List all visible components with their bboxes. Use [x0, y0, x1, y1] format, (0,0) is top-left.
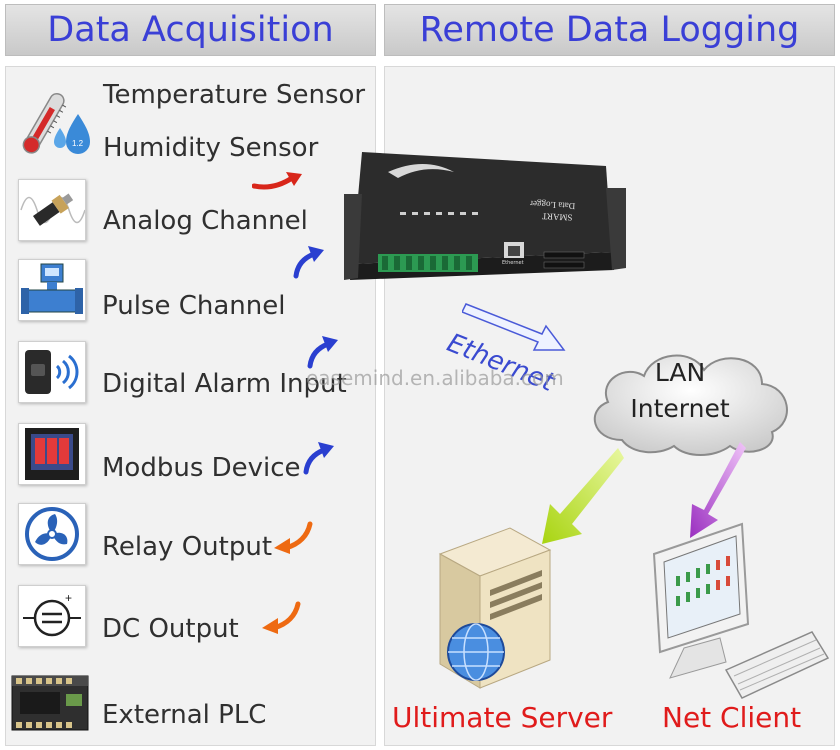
arrow-orange-icon: [274, 521, 313, 554]
label-ultimate-server: Ultimate Server: [392, 701, 613, 734]
label-relay-output: Relay Output: [102, 532, 273, 562]
data-logger-device: SMART Data Logger Ethernet: [344, 148, 626, 284]
arrow-purple-icon: [690, 442, 746, 538]
arrow-blue-icon: [293, 246, 324, 279]
power-meter-icon: [18, 423, 86, 485]
label-temperature-sensor: Temperature Sensor: [103, 80, 366, 110]
label-pulse-channel: Pulse Channel: [102, 291, 286, 321]
label-humidity-sensor: Humidity Sensor: [103, 133, 319, 163]
label-analog-channel: Analog Channel: [103, 206, 308, 236]
arrow-red-icon: [252, 172, 302, 190]
cloud-icon: LAN Internet: [582, 340, 802, 460]
arrow-blue-icon: [303, 442, 334, 475]
humidity-drop-icon: 1.2: [48, 110, 92, 158]
label-digital-alarm-input: Digital Alarm Input: [102, 369, 347, 399]
watermark: easemind.en.alibaba.com: [306, 366, 564, 390]
ethernet-arrow-icon: [462, 303, 566, 351]
fan-icon: [18, 503, 86, 565]
label-net-client: Net Client: [662, 701, 802, 734]
dc-symbol-icon: +: [18, 585, 86, 647]
label-dc-output: DC Output: [102, 614, 239, 644]
cloud-line1: LAN: [654, 358, 706, 387]
device-name-line1: SMART: [541, 211, 573, 223]
computer-icon: [630, 520, 830, 700]
thermometer-icon: [14, 86, 94, 162]
plc-icon: [10, 668, 90, 734]
header-data-acquisition: Data Acquisition: [5, 4, 376, 56]
label-modbus-device: Modbus Device: [102, 453, 301, 483]
arrow-orange-icon: [262, 601, 301, 634]
server-icon: [430, 524, 560, 690]
arrow-blue-icon: [307, 336, 338, 369]
arrow-green-icon: [542, 448, 624, 544]
flowmeter-icon: [18, 259, 86, 321]
cloud-line2: Internet: [630, 394, 730, 423]
svg-text:+: +: [65, 591, 72, 605]
svg-text:1.2: 1.2: [72, 139, 84, 148]
pressure-transmitter-icon: [18, 179, 86, 241]
device-port-label: Ethernet: [502, 260, 524, 266]
wireless-sensor-icon: [18, 341, 86, 403]
label-external-plc: External PLC: [102, 700, 267, 730]
header-remote-data-logging: Remote Data Logging: [384, 4, 835, 56]
